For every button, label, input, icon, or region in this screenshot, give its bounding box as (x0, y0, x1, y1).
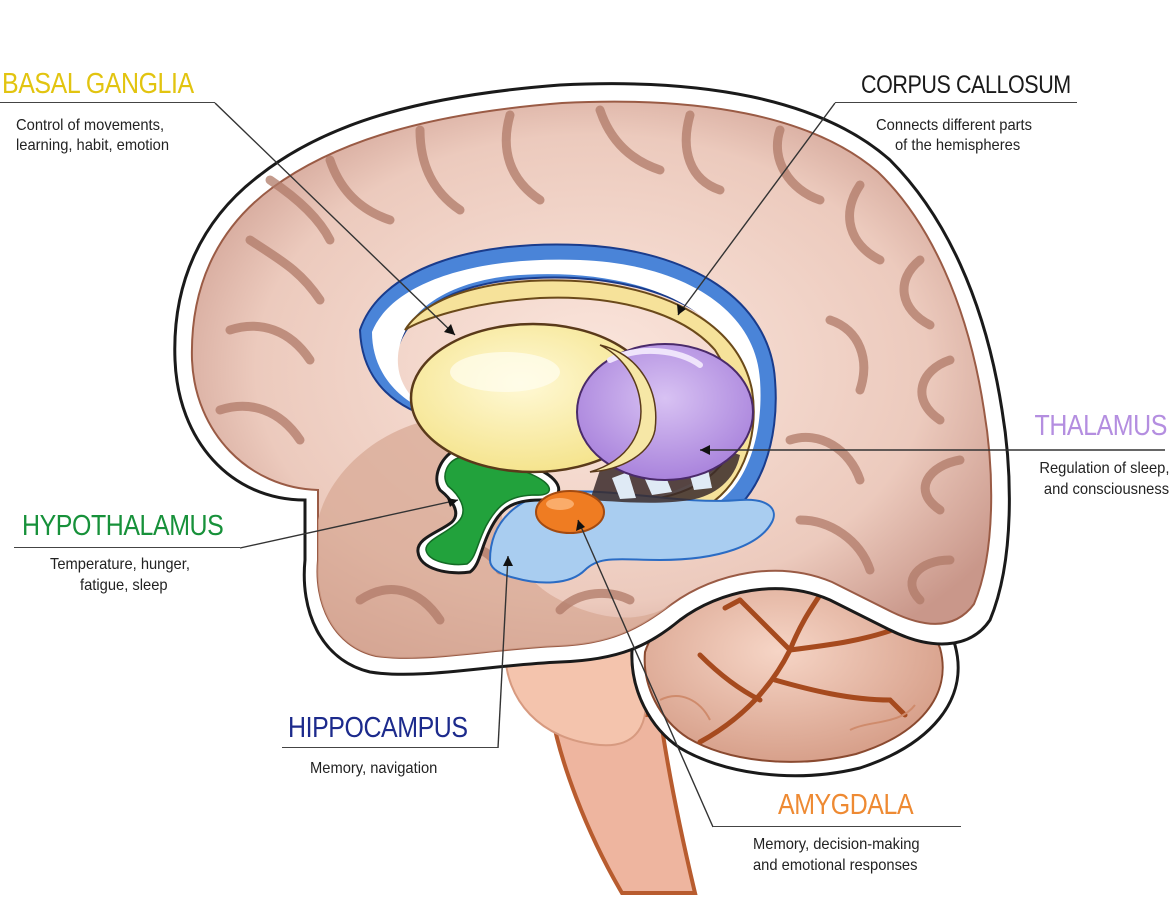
hypothalamus-fill (425, 456, 551, 566)
amygdala-desc-line1: Memory, decision-making (753, 836, 920, 853)
leader-lines (214, 102, 1165, 828)
amygdala-shape (535, 490, 605, 534)
hippocampus-desc-line1: Memory, navigation (310, 760, 438, 777)
corpus-callosum-rule (835, 102, 1077, 103)
corpus-callosum-title: CORPUS CALLOSUM (861, 71, 1071, 99)
basal-ganglia-desc-line1: Control of movements, (16, 117, 165, 134)
basal-ganglia-rule (0, 102, 215, 103)
corpus-callosum-desc-line2: of the hemispheres (895, 137, 1021, 154)
brainstem-shape (549, 713, 698, 895)
hippocampus-rule (282, 747, 498, 748)
hypothalamus-desc-line2: fatigue, sleep (80, 577, 168, 594)
hypothalamus-rule (14, 547, 240, 548)
gyri (215, 105, 965, 625)
amygdala-desc-line2: and emotional responses (753, 857, 918, 874)
basal-ganglia-overlap (589, 344, 657, 473)
basal-ganglia-highlight (450, 352, 560, 392)
amygdala-rule (713, 826, 961, 827)
thalamus-title: THALAMUS (1034, 410, 1168, 442)
thalamus-shape (576, 343, 754, 481)
arrow-heads (444, 304, 710, 566)
basal-ganglia-title: BASAL GANGLIA (2, 68, 194, 100)
hypothalamus-title: HYPOTHALAMUS (22, 510, 224, 542)
thalamus-desc-line1: Regulation of sleep, (1038, 460, 1169, 477)
amygdala-title: AMYGDALA (778, 789, 914, 821)
thalamus-desc-line2: and consciousness (1043, 481, 1169, 498)
corpus-callosum-desc-line1: Connects different parts (876, 117, 1033, 134)
amygdala-highlight (546, 498, 574, 510)
hypothalamus-desc-line1: Temperature, hunger, (50, 556, 190, 573)
hippocampus-title: HIPPOCAMPUS (288, 712, 468, 744)
basal-ganglia-desc-line2: learning, habit, emotion (16, 137, 170, 154)
